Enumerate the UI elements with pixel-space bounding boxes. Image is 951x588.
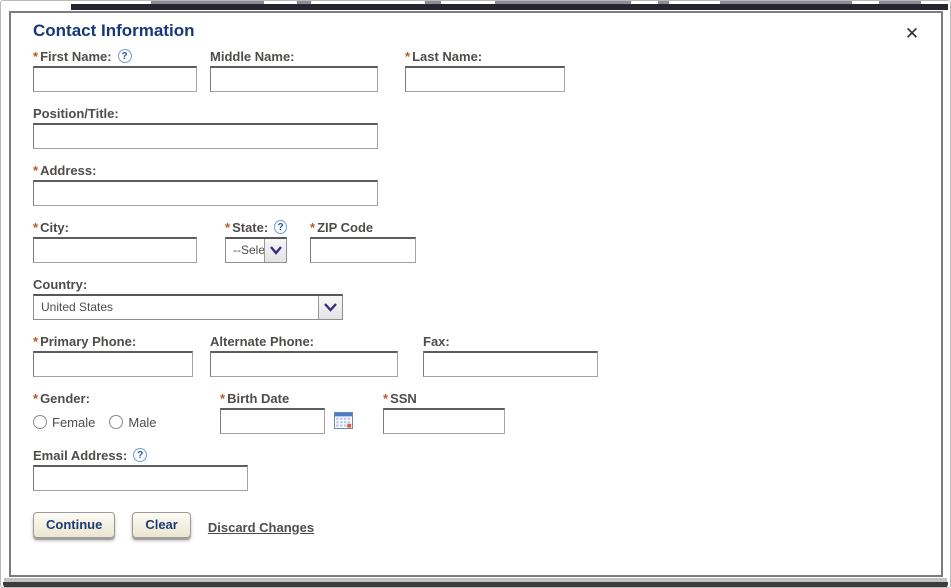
background-tab [425,1,441,5]
country-selected-value: United States [41,300,114,314]
required-marker: * [33,48,39,64]
background-tab [297,1,311,5]
position-title-label: Position/Title: [33,105,119,121]
address-field[interactable] [33,180,378,206]
zip-code-field[interactable] [310,237,416,263]
ssn-label: SSN [390,390,417,406]
position-title-field[interactable] [33,123,378,149]
radio-circle-icon [109,415,124,429]
phone-row: * Primary Phone: Alternate Phone: Fax: [33,333,921,377]
email-address-label: Email Address: [33,447,128,463]
radio-male-label: Male [128,414,157,430]
clear-button[interactable]: Clear [132,512,191,538]
action-bar: Continue Clear Discard Changes [33,512,921,538]
required-marker: * [383,390,389,406]
name-row: * First Name: ? Middle Name: * Last Name… [33,48,921,92]
primary-phone-label: Primary Phone: [40,333,137,349]
gender-radio-group: Female Male [33,410,180,434]
middle-name-field[interactable] [210,66,378,92]
close-icon[interactable]: ✕ [901,23,923,45]
help-icon[interactable]: ? [274,220,287,234]
address-label: Address: [40,162,97,178]
chevron-down-icon [264,239,286,262]
ssn-field[interactable] [383,408,505,434]
background-tab [658,1,669,5]
calendar-icon[interactable] [334,412,353,430]
required-marker: * [33,333,39,349]
address-row: * Address: [33,162,921,206]
window-bottom-edge [3,582,948,587]
continue-button[interactable]: Continue [33,512,116,538]
required-marker: * [33,390,39,406]
radio-female-label: Female [52,414,96,430]
gender-birth-ssn-row: * Gender: Female Male * Bi [33,390,921,434]
gender-label: Gender: [40,390,90,406]
dialog-title: Contact Information [33,21,195,40]
fax-field[interactable] [423,351,598,377]
help-icon[interactable]: ? [117,49,132,63]
contact-information-dialog: ✕ Contact Information * First Name: ? Mi… [9,11,943,577]
background-tab [495,1,631,5]
city-label: City: [40,219,69,235]
dialog-shadow [4,578,947,583]
background-tab [879,1,921,5]
required-marker: * [310,219,316,235]
state-select[interactable]: --Sele [225,237,287,263]
background-page-edge [1,1,950,10]
birth-date-label: Birth Date [227,390,290,406]
city-state-zip-row: * City: * State: ? --Sele [33,219,921,263]
required-marker: * [405,48,411,64]
middle-name-label: Middle Name: [210,48,295,64]
zip-code-label: ZIP Code [317,219,374,235]
email-row: Email Address: ? [33,447,921,491]
last-name-label: Last Name: [412,48,483,64]
first-name-field[interactable] [33,66,197,92]
discard-changes-link[interactable]: Discard Changes [207,519,315,535]
required-marker: * [225,219,231,235]
country-row: Country: United States [33,276,921,320]
required-marker: * [33,162,39,178]
background-tab [151,1,264,5]
alternate-phone-field[interactable] [210,351,398,377]
fax-label: Fax: [423,333,450,349]
radio-circle-icon [33,415,47,429]
first-name-label: First Name: [40,48,112,64]
position-row: Position/Title: [33,105,921,149]
country-label: Country: [33,276,88,292]
help-icon[interactable]: ? [133,448,148,462]
background-tab [720,1,852,5]
last-name-field[interactable] [405,66,565,92]
city-field[interactable] [33,237,197,263]
state-label: State: [232,219,269,235]
birth-date-field[interactable] [220,408,325,434]
required-marker: * [33,219,39,235]
email-address-field[interactable] [33,465,248,491]
radio-female[interactable]: Female [33,415,95,430]
primary-phone-field[interactable] [33,351,193,377]
country-select[interactable]: United States [33,294,343,320]
chevron-down-icon [318,296,342,319]
required-marker: * [220,390,226,406]
background-navbar [71,4,948,10]
state-selected-value: --Sele [233,243,264,257]
alternate-phone-label: Alternate Phone: [210,333,315,349]
radio-male[interactable]: Male [109,414,157,430]
